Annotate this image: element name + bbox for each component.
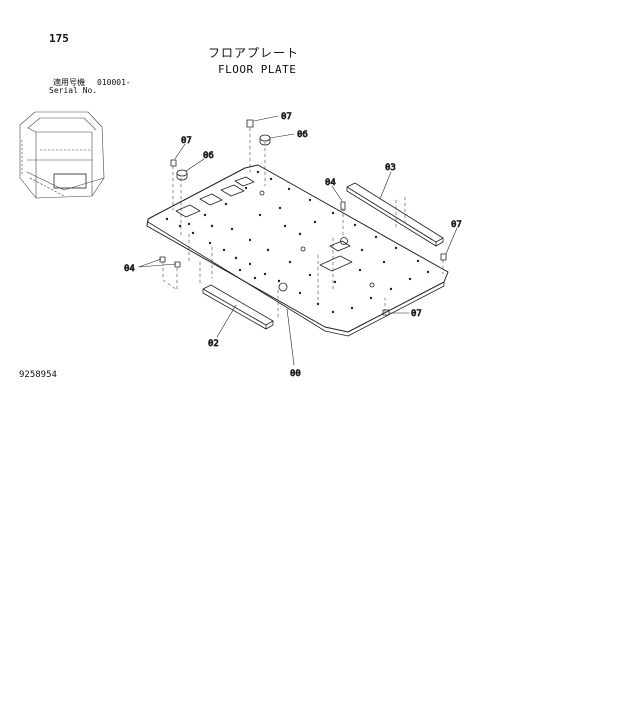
leader-lines [138,115,458,366]
callout-bolt-left: 04 [124,264,135,274]
callout-cap-left: 06 [203,151,214,161]
floor-plate [146,164,449,337]
title-japanese: フロアプレート [208,46,300,60]
figure-number: 9258954 [19,370,57,380]
callout-pin-top: 07 [281,112,292,122]
callout-bolt-right: 04 [325,178,336,188]
rail-left [202,284,274,330]
callout-plate: 00 [290,369,301,379]
callout-cap-upper: 06 [297,130,308,140]
callout-pin-bottom: 07 [411,309,422,319]
callout-rail-right: 03 [385,163,396,173]
page-number: 175 [49,32,69,45]
callout-pin-right: 07 [451,220,462,230]
callout-pin-upper-left: 07 [181,136,192,146]
serial-label-japanese: 適用号機 [53,78,85,87]
assembly-lines [162,127,444,319]
hardware-parts [159,119,447,316]
rail-right [346,182,444,247]
serial-label-english: Serial No. [49,86,98,95]
floor-plate-holes [165,170,430,314]
callout-rail-left: 02 [208,339,219,349]
title-english: FLOOR PLATE [218,63,297,76]
cab-location-thumbnail [19,111,105,199]
serial-range: 010001- [97,78,131,87]
